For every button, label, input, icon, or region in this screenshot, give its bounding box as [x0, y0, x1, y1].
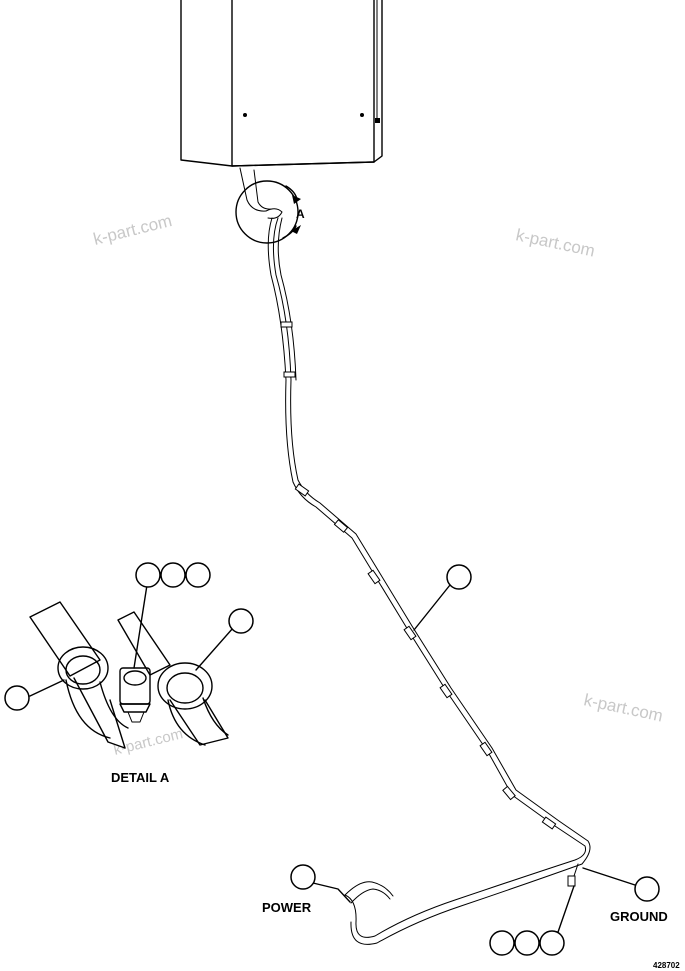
callout-balloon — [135, 562, 161, 588]
detail-marker-label: A — [296, 207, 305, 221]
callout-balloon — [514, 930, 540, 956]
callout-balloon — [4, 685, 30, 711]
callout-balloon — [185, 562, 211, 588]
callout-balloon — [160, 562, 186, 588]
cable-entry — [239, 167, 283, 219]
callout-balloon — [634, 876, 660, 902]
detail-a-marker — [235, 180, 301, 244]
ground-label: GROUND — [610, 909, 668, 924]
detail-callout-leaders — [29, 584, 234, 697]
detail-a-illustration — [29, 601, 229, 749]
callout-balloon — [446, 564, 472, 590]
callout-balloon — [539, 930, 565, 956]
callout-balloon — [228, 608, 254, 634]
detail-title: DETAIL A — [111, 770, 170, 785]
power-label: POWER — [262, 900, 312, 915]
callout-balloon — [290, 864, 316, 890]
callout-leaders — [312, 584, 636, 936]
wiring-harness — [267, 217, 591, 945]
watermark: k-part.com — [91, 211, 174, 249]
callout-balloon — [489, 930, 515, 956]
equipment-housing — [180, 0, 383, 167]
figure-number: 428702 — [653, 961, 680, 970]
watermark: k-part.com — [514, 225, 596, 260]
watermark: k-part.com — [582, 690, 664, 725]
